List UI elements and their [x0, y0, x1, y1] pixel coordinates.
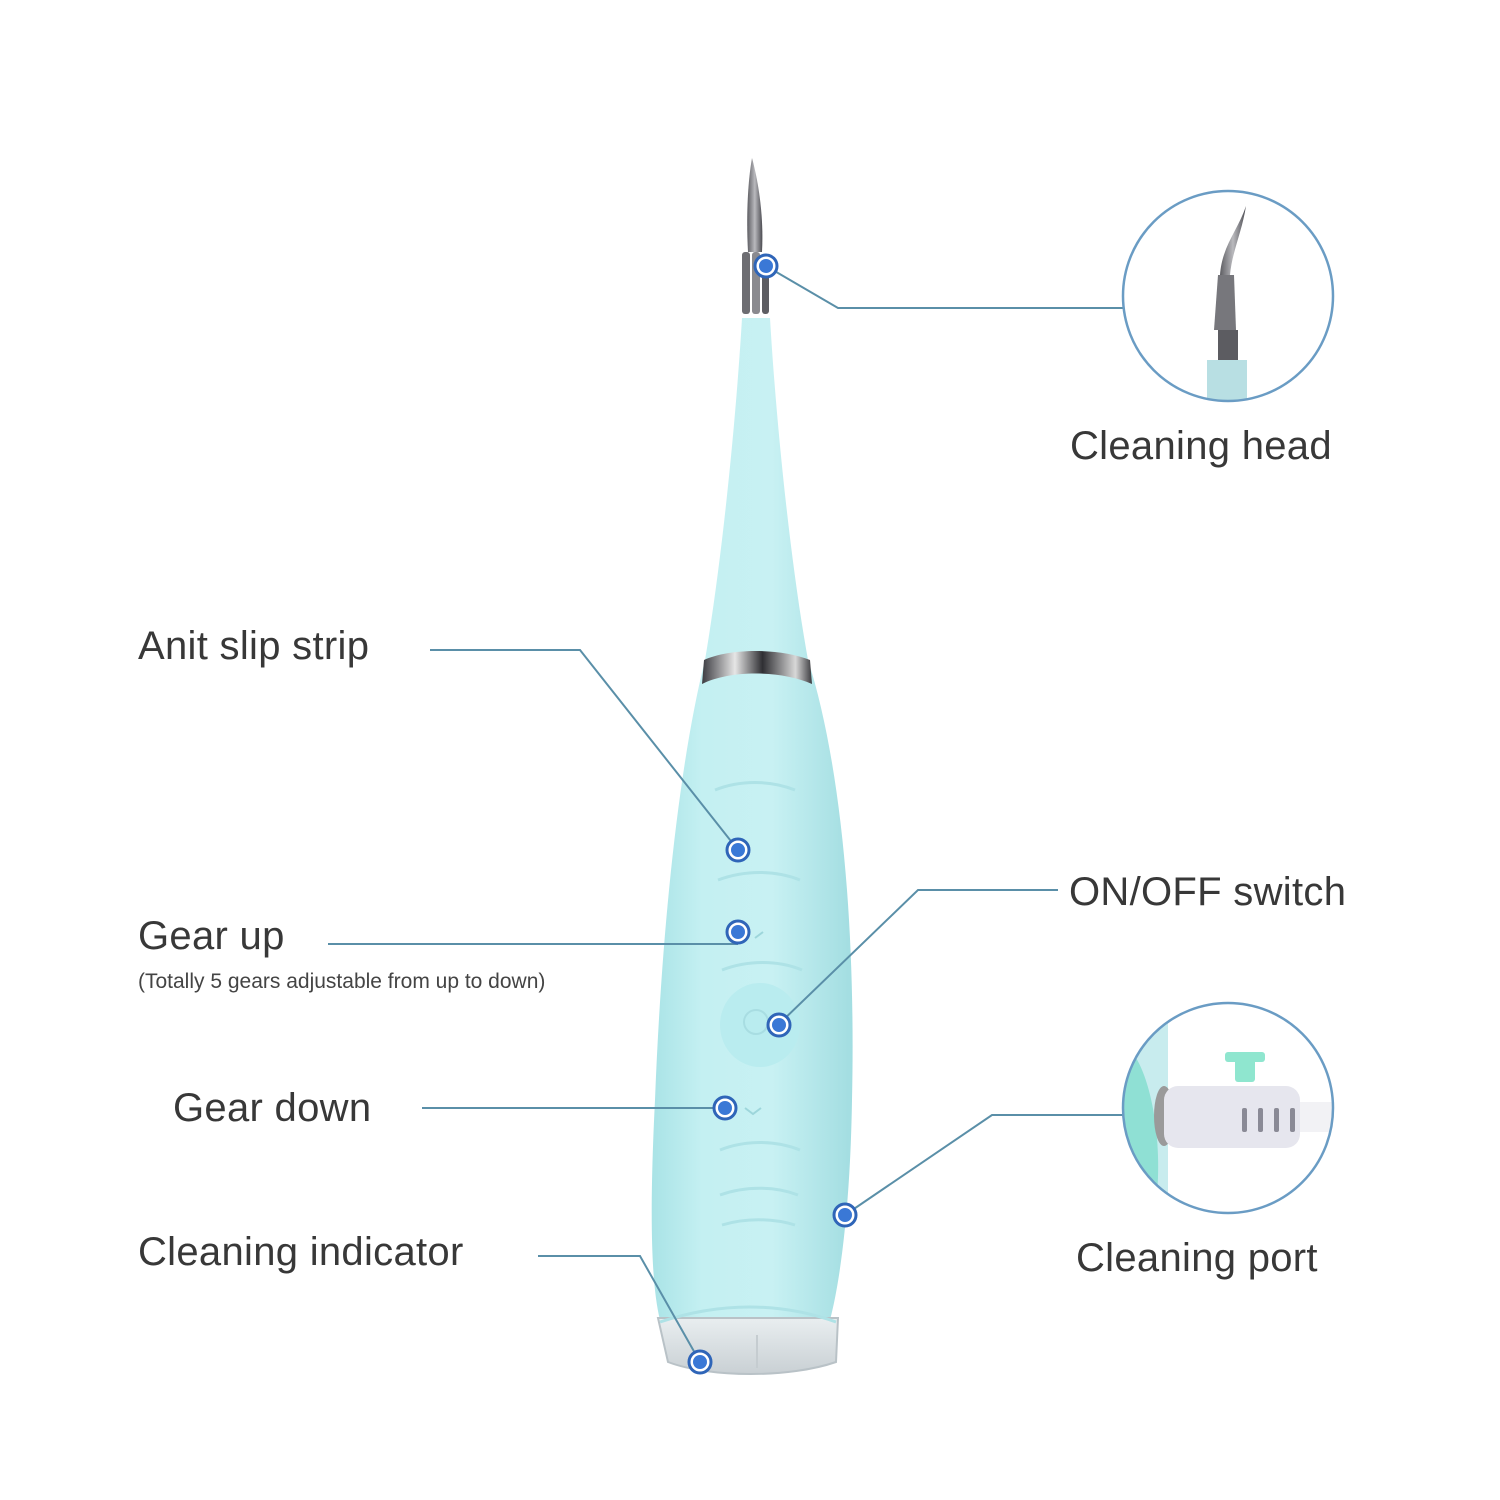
grip-grooves: [714, 781, 803, 1227]
label-cleaning-port: Cleaning port: [1076, 1236, 1318, 1280]
label-gear-up: Gear up: [138, 914, 285, 958]
marker-gear-up: [725, 919, 751, 945]
label-anti-slip-strip: Anit slip strip: [138, 624, 370, 668]
marker-cleaning-port: [832, 1202, 858, 1228]
label-on-off-switch: ON/OFF switch: [1069, 870, 1347, 914]
scaler-tip: [742, 158, 769, 314]
callout-line-on-off: [777, 889, 1058, 1026]
inset-cleaning-head: [1121, 189, 1335, 403]
marker-on-off: [766, 1012, 792, 1038]
power-button-recess: [720, 983, 800, 1067]
scaler-device: [651, 158, 853, 1375]
gear-up-chevron: [754, 931, 764, 939]
label-cleaning-head: Cleaning head: [1070, 424, 1332, 468]
label-cleaning-indicator: Cleaning indicator: [138, 1230, 464, 1274]
chrome-ring: [702, 651, 812, 684]
callout-line-anti-slip: [430, 649, 739, 851]
marker-indicator: [687, 1349, 713, 1375]
label-gear-up-note: (Totally 5 gears adjustable from up to d…: [138, 970, 546, 993]
label-gear-down: Gear down: [173, 1086, 372, 1130]
callout-line-cleaning-port: [844, 1114, 1124, 1216]
inset-cleaning-port: [1121, 1001, 1335, 1215]
callout-line-indicator: [538, 1255, 701, 1363]
callout-lines: [328, 265, 1124, 1363]
indicator-base: [656, 1317, 840, 1375]
gear-down-chevron: [744, 1107, 762, 1116]
callout-line-cleaning-head: [765, 265, 1124, 309]
marker-anti-slip: [725, 837, 751, 863]
callout-markers: [687, 253, 858, 1375]
device-handle: [651, 318, 853, 1320]
marker-gear-down: [712, 1095, 738, 1121]
marker-cleaning-head: [753, 253, 779, 279]
